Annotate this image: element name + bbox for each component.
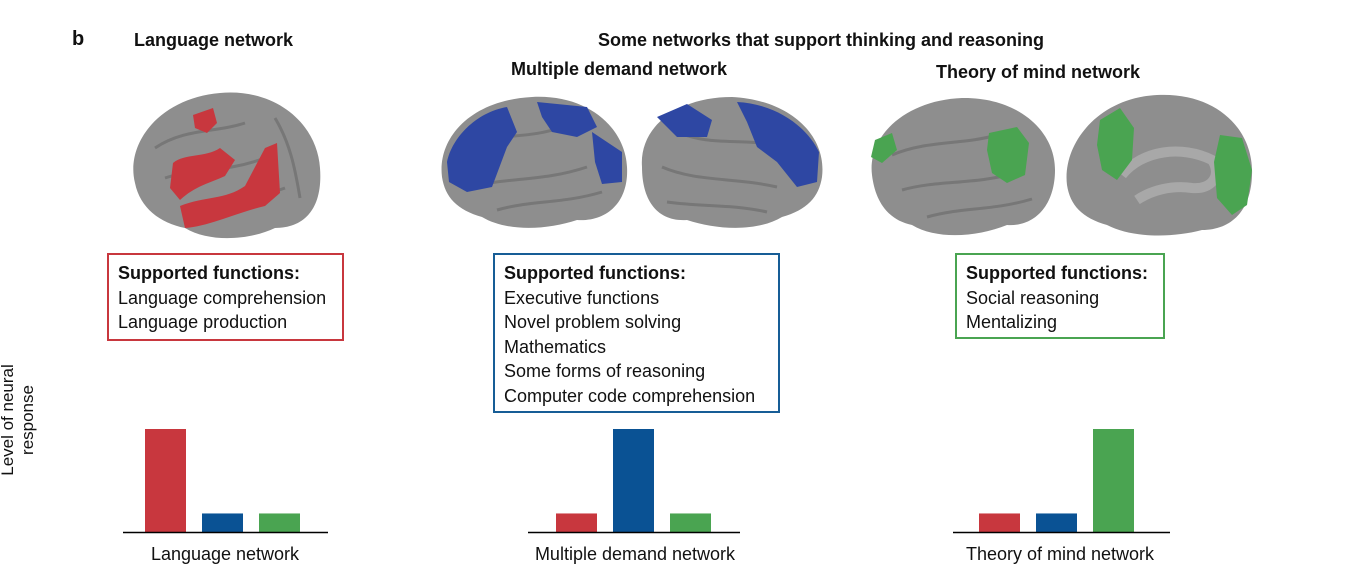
y-axis-label-line1: Level of neural <box>0 364 17 476</box>
function-item: Social reasoning <box>966 287 1100 308</box>
md-network-heading: Multiple demand network <box>511 59 728 79</box>
chart-xlabel: Multiple demand network <box>534 544 736 564</box>
panel-letter: b <box>72 28 85 50</box>
language-response-chart <box>123 429 328 534</box>
box-title: Supported functions: <box>118 263 300 283</box>
function-item: Some forms of reasoning <box>504 361 706 382</box>
tom-functions-box: Supported functions: Social reasoning Me… <box>955 253 1165 339</box>
language-functions-box: Supported functions: Language comprehens… <box>107 253 344 341</box>
tom-brain-medial-image <box>1066 94 1253 236</box>
bar-multiple-demand-network <box>613 429 654 532</box>
bar-language-network <box>145 429 186 532</box>
function-item: Novel problem solving <box>504 312 682 333</box>
thinking-networks-heading: Some networks that support thinking and … <box>598 30 1045 50</box>
language-network-heading: Language network <box>134 30 294 50</box>
function-item: Executive functions <box>504 287 660 308</box>
bar-theory-of-mind-network <box>1093 429 1134 532</box>
language-brain-image <box>133 92 321 239</box>
bar-multiple-demand-network <box>1036 513 1077 532</box>
box-title: Supported functions: <box>504 263 686 283</box>
chart-xlabel: Theory of mind network <box>965 544 1155 564</box>
function-item: Computer code comprehension <box>504 385 756 406</box>
bar-language-network <box>979 513 1020 532</box>
md-response-chart <box>528 429 740 534</box>
chart-xlabel: Language network <box>150 544 300 564</box>
md-functions-box: Supported functions: Executive functions… <box>493 253 780 413</box>
bar-theory-of-mind-network <box>670 513 711 532</box>
function-item: Mentalizing <box>966 312 1058 333</box>
md-brain-left-image <box>441 96 628 228</box>
bar-multiple-demand-network <box>202 513 243 532</box>
function-item: Language production <box>118 312 288 333</box>
tom-network-heading: Theory of mind network <box>936 62 1141 82</box>
y-axis-label-line2: response <box>18 385 37 455</box>
box-title: Supported functions: <box>966 263 1148 283</box>
bar-language-network <box>556 513 597 532</box>
md-brain-right-image <box>641 97 823 228</box>
tom-brain-lateral-image <box>871 97 1055 236</box>
tom-response-chart <box>953 429 1170 534</box>
y-axis-label: Level of neural response <box>0 360 38 480</box>
function-item: Mathematics <box>504 336 607 357</box>
bar-theory-of-mind-network <box>259 513 300 532</box>
function-item: Language comprehension <box>118 287 327 308</box>
